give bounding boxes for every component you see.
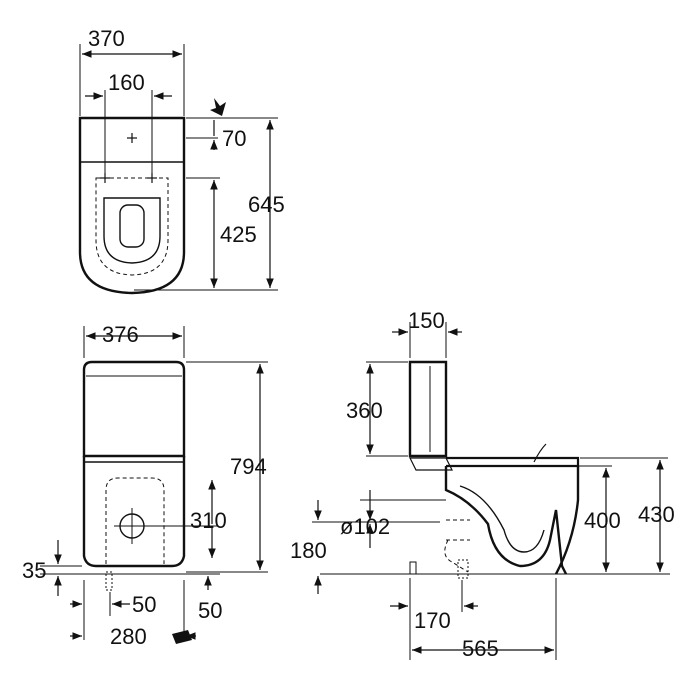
label-side-150: 150 xyxy=(408,308,445,333)
side-view-floor-peg xyxy=(409,561,417,575)
top-view-outline xyxy=(78,116,186,295)
label-front-50-right: 50 xyxy=(198,598,222,623)
top-view-extension-lines xyxy=(79,44,278,291)
side-view-cistern xyxy=(408,360,448,458)
side-view-bowl xyxy=(444,466,568,575)
top-view-seat-dashed xyxy=(95,177,169,276)
label-front-50-left: 50 xyxy=(132,592,156,617)
label-top-425: 425 xyxy=(220,222,257,247)
label-front-794: 794 xyxy=(230,454,267,479)
side-view-front xyxy=(554,466,580,575)
label-side-565: 565 xyxy=(462,636,499,661)
label-front-280: 280 xyxy=(110,624,147,649)
top-view-bowl-hole xyxy=(119,204,145,248)
inlet-markers xyxy=(100,133,157,183)
side-view-floor-flange xyxy=(457,559,469,579)
label-side-180: 180 xyxy=(290,538,327,563)
label-top-645: 645 xyxy=(248,192,285,217)
front-view-cistern xyxy=(82,360,186,458)
label-front-376: 376 xyxy=(102,322,139,347)
label-front-35: 35 xyxy=(22,558,46,583)
side-view-outlet-dashed xyxy=(444,519,470,573)
drain-symbol xyxy=(172,630,192,644)
side-view xyxy=(312,322,670,660)
label-top-370: 370 xyxy=(88,26,125,51)
label-top-70: 70 xyxy=(222,126,246,151)
label-side-400: 400 xyxy=(584,508,621,533)
front-view-inlet-pipe xyxy=(105,571,113,591)
label-side-360: 360 xyxy=(346,398,383,423)
side-view-lid-hinge xyxy=(409,457,453,471)
label-side-170: 170 xyxy=(414,608,451,633)
label-side-430: 430 xyxy=(638,502,675,527)
top-view-seat-opening xyxy=(103,197,161,264)
label-side-102: ø102 xyxy=(340,514,390,539)
top-view xyxy=(78,44,278,295)
side-view-trap xyxy=(459,485,545,553)
side-view-seat xyxy=(446,456,580,468)
label-top-160: 160 xyxy=(108,70,145,95)
side-view-extension-lines xyxy=(312,322,668,660)
water-inlet-symbol xyxy=(210,98,226,116)
front-view xyxy=(40,326,268,644)
front-view-extension-lines xyxy=(40,326,268,640)
front-view-pedestal xyxy=(82,456,186,568)
side-view-lid-curl xyxy=(533,443,547,463)
label-front-310: 310 xyxy=(190,508,227,533)
front-view-outlet-dashed xyxy=(105,477,165,564)
